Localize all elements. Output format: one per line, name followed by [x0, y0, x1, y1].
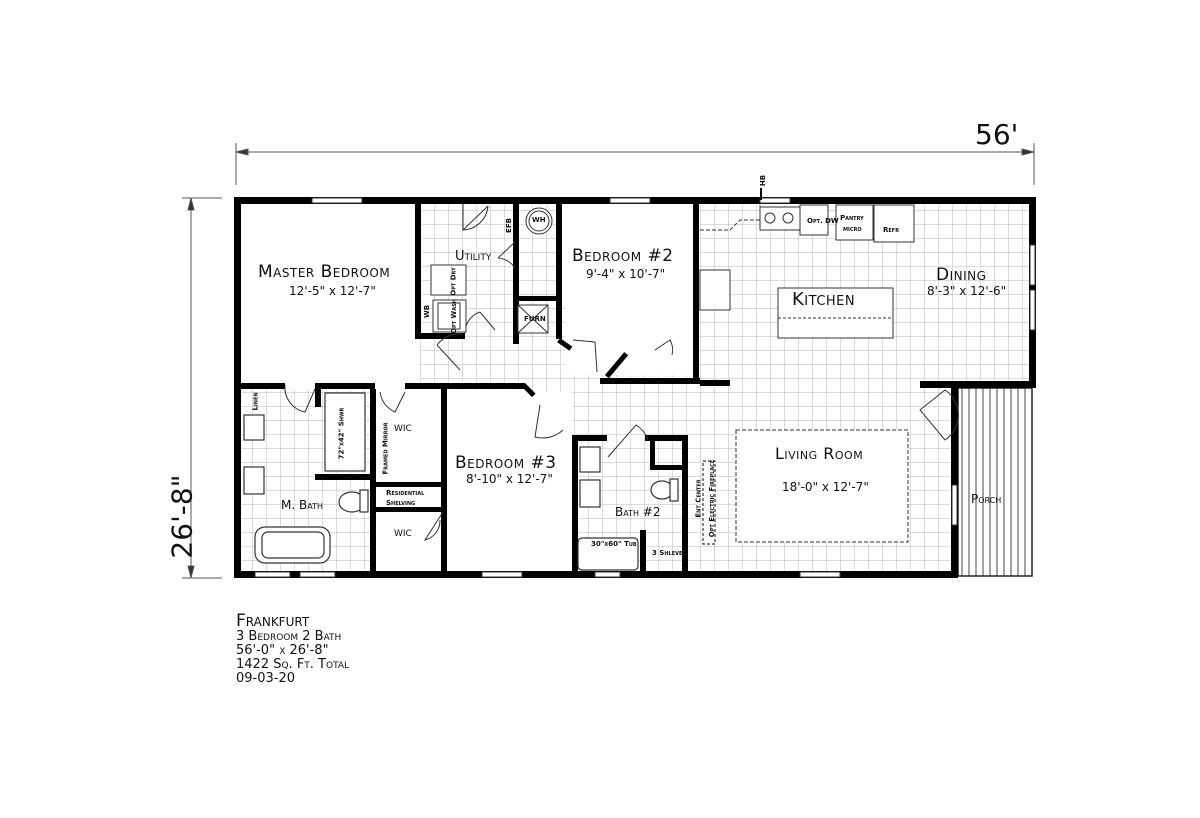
m-bath-label: M. Bath	[281, 498, 323, 512]
refrigerator-label: Refr	[883, 226, 900, 234]
living-room-size: 18'-0" x 12'-7"	[782, 480, 869, 494]
porch-deck	[957, 387, 1033, 577]
square-footage: 1422 Sq. Ft. Total	[236, 657, 350, 672]
dining-label: Dining	[936, 265, 987, 285]
wb-label: WB	[423, 304, 432, 319]
living-room-label: Living Room	[775, 444, 864, 463]
pantry-label: Pantry	[840, 214, 864, 222]
residential-shelving-label-1: Residential	[386, 489, 425, 497]
kitchen-fixtures	[699, 204, 915, 339]
windows	[254, 197, 1036, 578]
bath2-fixtures	[577, 446, 716, 571]
ent-center-label: Ent Center	[694, 479, 703, 518]
linen-label: Linen	[251, 392, 260, 411]
opt-dryer-label: Opt Dry	[449, 267, 458, 296]
bedroom2-size: 9'-4" x 10'-7"	[586, 267, 666, 281]
shelves-label: 3 Shleves	[652, 549, 687, 557]
depth-dimension-line	[182, 197, 222, 579]
tub-label: 30"x60" Tub	[591, 540, 637, 548]
wic-label-2: WIC	[394, 529, 412, 539]
micro-label: micro	[843, 225, 862, 233]
porch-label: Porch	[971, 492, 1002, 506]
master-bath-fixtures	[243, 392, 369, 564]
opt-fireplace-label: Opt Electric Fireplace	[708, 459, 717, 538]
efb-label: EFB	[504, 218, 513, 233]
model-name: Frankfurt	[236, 611, 310, 631]
hose-bib-label: HB	[759, 174, 768, 187]
door-swings	[284, 204, 959, 541]
framed-mirror-label: Framed Mirror	[381, 422, 390, 475]
bedroom2-label: Bedroom #2	[572, 246, 674, 266]
bedroom3-size: 8'-10" x 12'-7"	[466, 472, 553, 486]
beds-baths: 3 Bedroom 2 Bath	[236, 629, 342, 644]
wic-label-1: WIC	[394, 424, 412, 434]
dining-size: 8'-3" x 12'-6"	[927, 284, 1007, 298]
plan-info: Frankfurt 3 Bedroom 2 Bath 56'-0" x 26'-…	[236, 612, 349, 686]
master-bedroom-size: 12'-5" x 12'-7"	[289, 284, 376, 298]
utility-fixtures	[430, 207, 553, 334]
opt-washer-label: Opt Wash	[449, 299, 458, 334]
bedroom3-label: Bedroom #3	[455, 453, 557, 473]
master-bedroom-label: Master Bedroom	[258, 262, 391, 282]
kitchen-label: Kitchen	[792, 289, 856, 310]
living-room-rug	[735, 429, 909, 543]
utility-label: Utility	[455, 249, 492, 264]
water-heater-label: WH	[532, 216, 546, 224]
bath2-label: Bath #2	[615, 505, 661, 519]
shower-label: 72"x42" Shwr	[337, 407, 346, 460]
carpeted-rooms	[242, 205, 695, 574]
furnace-label: FURN	[524, 315, 546, 323]
opt-dw-label: Opt. DW	[807, 217, 839, 225]
depth-label: 26'-8"	[165, 474, 199, 559]
width-dimension-line	[235, 143, 1035, 185]
plan-date: 09-03-20	[236, 671, 296, 686]
residential-shelving-label-2: Shelving	[386, 499, 416, 507]
width-label: 56'	[975, 118, 1019, 151]
overall-size: 56'-0" x 26'-8"	[236, 643, 329, 658]
interior-walls	[240, 204, 730, 575]
